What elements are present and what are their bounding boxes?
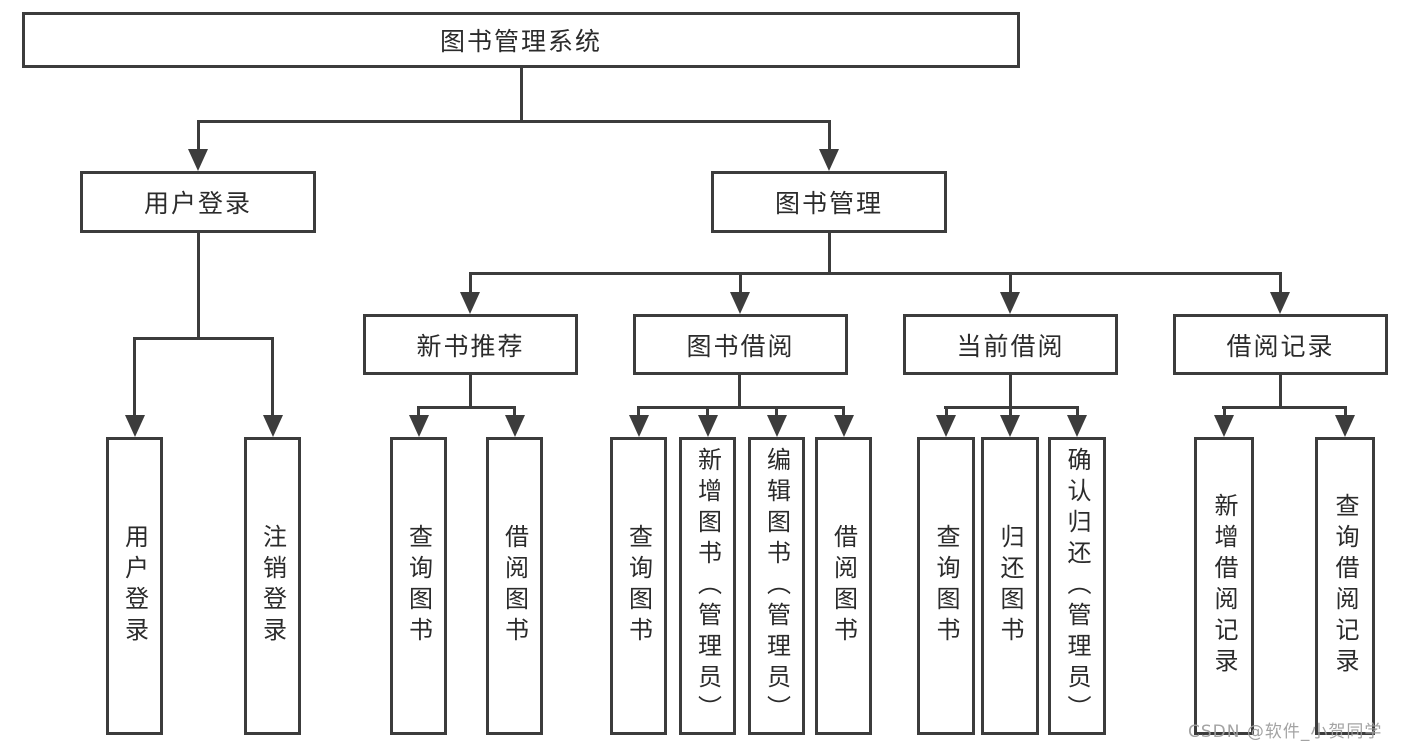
leaf-user-login: 用户登录 (106, 437, 163, 735)
csdn-watermark: CSDN @软件_小贺同学 (1188, 722, 1383, 742)
connector-book-management-hline (469, 272, 1282, 275)
connector-new-book-recommend-stem (469, 375, 472, 406)
node-book-management: 图书管理 (711, 171, 947, 233)
arrow-to-borrow-books-2 (833, 406, 854, 437)
leaf-edit-books-admin: 编辑图书（管理员） (748, 437, 805, 735)
leaf-logout: 注销登录 (244, 437, 301, 735)
leaf-add-books-admin: 新增图书（管理员） (679, 437, 736, 735)
arrow-to-current-borrowing (1000, 272, 1020, 314)
connector-user-login-stem (196, 233, 200, 337)
connector-book-borrowing-hline (637, 406, 845, 409)
connector-borrowing-records-stem (1279, 375, 1282, 406)
connector-book-borrowing-stem (738, 375, 741, 406)
leaf-confirm-return-admin: 确认归还（管理员） (1048, 437, 1106, 735)
arrow-to-borrowing-records (1270, 272, 1290, 314)
node-borrowing-records: 借阅记录 (1173, 314, 1388, 375)
connector-user-login-hline (133, 337, 274, 340)
node-root: 图书管理系统 (22, 12, 1020, 68)
leaf-borrow-books-under-borrowing: 借阅图书 (815, 437, 872, 735)
arrow-to-query-books-2 (628, 406, 649, 437)
connector-borrowing-records-hline (1222, 406, 1347, 409)
arrow-to-query-books-1 (408, 406, 429, 437)
connector-book-management-stem (827, 233, 831, 272)
leaf-query-borrow-record: 查询借阅记录 (1315, 437, 1375, 735)
arrow-to-edit-books (766, 406, 787, 437)
arrow-to-query-books-3 (936, 406, 956, 437)
arrow-to-add-borrow-record (1214, 406, 1234, 437)
connector-current-borrowing-stem (1009, 375, 1012, 406)
connector-root-stem (519, 68, 523, 120)
leaf-query-books-under-current: 查询图书 (917, 437, 975, 735)
node-user-login: 用户登录 (80, 171, 316, 233)
arrow-to-user-login (188, 120, 208, 171)
connector-root-hline (197, 120, 831, 123)
arrow-to-confirm-return (1067, 406, 1087, 437)
arrow-to-new-book-recommend (460, 272, 480, 314)
leaf-query-books-under-borrowing: 查询图书 (610, 437, 667, 735)
leaf-add-borrow-record: 新增借阅记录 (1194, 437, 1254, 735)
connector-new-book-recommend-hline (417, 406, 516, 409)
arrow-to-book-borrowing (730, 272, 750, 314)
arrow-to-add-books (697, 406, 718, 437)
arrow-to-return-books (1000, 406, 1020, 437)
leaf-borrow-books-under-recommend: 借阅图书 (486, 437, 543, 735)
node-book-borrowing: 图书借阅 (633, 314, 848, 375)
arrow-to-borrow-books-1 (504, 406, 525, 437)
arrow-to-leaf-user-login (124, 337, 145, 437)
connector-current-borrowing-hline (944, 406, 1079, 409)
arrow-to-book-management (819, 120, 839, 171)
arrow-to-query-borrow-record (1335, 406, 1355, 437)
node-current-borrowing: 当前借阅 (903, 314, 1118, 375)
leaf-return-books: 归还图书 (981, 437, 1039, 735)
node-new-book-recommend: 新书推荐 (363, 314, 578, 375)
leaf-query-books-under-recommend: 查询图书 (390, 437, 447, 735)
arrow-to-leaf-logout (262, 337, 283, 437)
